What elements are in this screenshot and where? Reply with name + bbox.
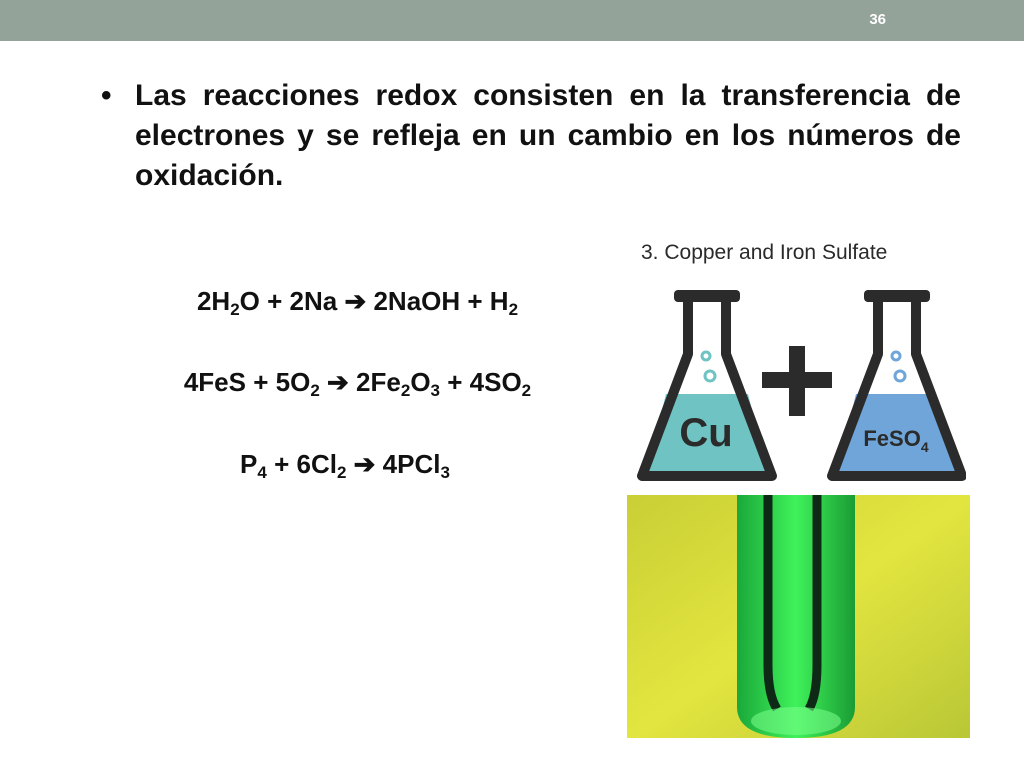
arrow-icon: ➔: [327, 367, 349, 397]
equation-term: O + 2Na: [239, 286, 345, 316]
flask-right-outline: [827, 300, 966, 481]
subscript: 3: [430, 381, 441, 400]
flask-left-liquid: [646, 394, 768, 474]
equation-term: 4PCl: [375, 449, 441, 479]
equation-3: P4 + 6Cl2 ➔ 4PCl3: [100, 449, 590, 482]
subscript: 2: [521, 381, 532, 400]
subscript: 2: [508, 300, 519, 319]
test-tube-photo: [627, 495, 970, 738]
flask-right-icon: FeSO4: [827, 290, 966, 481]
subscript: 2: [310, 381, 320, 400]
subscript: 2: [230, 300, 240, 319]
test-tube: [737, 495, 855, 738]
flask-illustration: Cu FeSO4: [637, 290, 966, 481]
bullet-dot-icon: •: [101, 79, 112, 112]
flask-left-label: Cu: [679, 411, 732, 455]
bullet-text: Las reacciones redox consisten en la tra…: [135, 79, 961, 192]
flask-right-liquid: [836, 394, 956, 474]
equation-term: [320, 367, 327, 397]
arrow-icon: ➔: [344, 286, 367, 316]
top-bar: 36: [0, 0, 1024, 41]
subscript: 2: [400, 381, 411, 400]
subscript: 2: [336, 463, 347, 482]
slide-number: 36: [869, 11, 886, 28]
flask-left-outline: [637, 300, 777, 481]
bullet-point: • Las reacciones redox consisten en la t…: [101, 76, 961, 196]
subscript: 4: [257, 463, 267, 482]
arrow-icon: ➔: [353, 449, 376, 479]
equation-term: [346, 449, 353, 479]
equation-term: 2NaOH + H: [366, 286, 509, 316]
equation-term: O: [410, 367, 431, 397]
figure-caption: 3. Copper and Iron Sulfate: [641, 241, 888, 264]
equation-term: 2Fe: [348, 367, 401, 397]
flask-right-subscript: 4: [921, 439, 929, 455]
equation-1: 2H2O + 2Na ➔ 2NaOH + H2: [100, 286, 615, 319]
equation-term: + 6Cl: [266, 449, 337, 479]
equation-2: 4FeS + 5O2 ➔ 2Fe2O3 + 4SO2: [100, 367, 615, 400]
flask-left-icon: Cu: [637, 290, 777, 481]
svg-text:FeSO4: FeSO4: [863, 426, 928, 455]
equation-term: 2H: [196, 286, 231, 316]
equation-term: P: [240, 449, 258, 479]
equation-term: 4FeS + 5O: [183, 367, 311, 397]
subscript: 3: [440, 463, 450, 482]
flask-right-label: FeSO: [863, 426, 920, 451]
equation-term: + 4SO: [440, 367, 522, 397]
plus-icon: [762, 346, 832, 416]
